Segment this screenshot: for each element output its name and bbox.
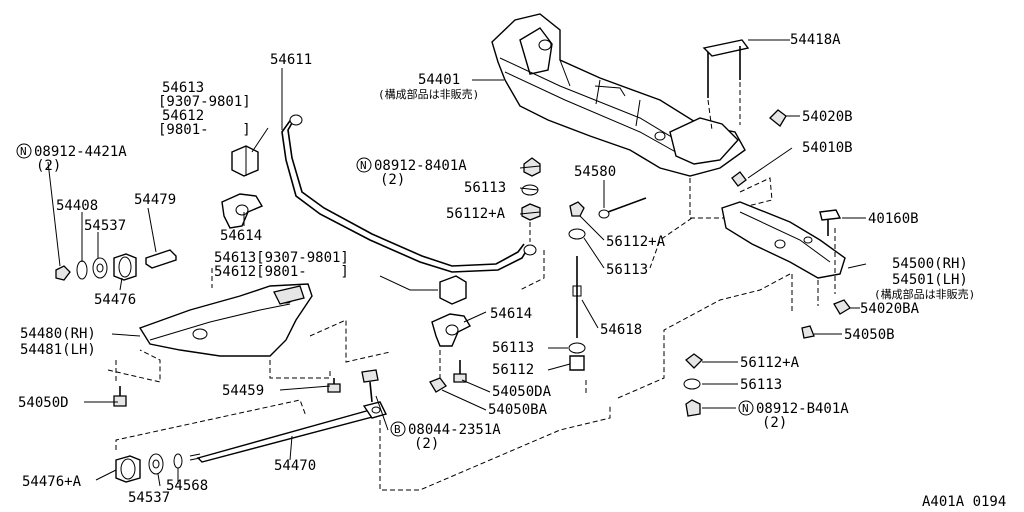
label-54611: 54611 bbox=[270, 52, 312, 68]
label-range-9801-a: [9801- ] bbox=[158, 122, 251, 138]
left-stack bbox=[55, 249, 177, 281]
label-08912-b401a: 08912-B401A bbox=[756, 401, 849, 417]
label-56113-d: 56113 bbox=[740, 377, 782, 393]
label-54501: 54501(LH) bbox=[892, 272, 968, 288]
bracket-54480 bbox=[138, 283, 313, 357]
bolt-54050d bbox=[113, 386, 127, 407]
label-qty-2-b: (2) bbox=[414, 436, 439, 452]
assembly-lines bbox=[107, 217, 791, 491]
label-54568: 54568 bbox=[166, 478, 208, 494]
bolt-54050ba bbox=[429, 377, 447, 393]
label-54580: 54580 bbox=[574, 164, 616, 180]
leader-lines bbox=[47, 39, 867, 487]
label-54408: 54408 bbox=[56, 198, 98, 214]
label-54613-b: 54613[9307-9801] bbox=[214, 250, 349, 266]
marker-n-icon-2 bbox=[356, 157, 372, 173]
label-54612-b: 54612[9801- ] bbox=[214, 264, 349, 280]
label-54050b: 54050B bbox=[844, 327, 895, 343]
label-56113-a: 56113 bbox=[464, 180, 506, 196]
label-54470: 54470 bbox=[274, 458, 316, 474]
bottom-bushings bbox=[115, 453, 183, 483]
label-40160b: 40160B bbox=[868, 211, 919, 227]
label-54618: 54618 bbox=[600, 322, 642, 338]
marker-n-letter-2: N bbox=[360, 159, 367, 172]
label-56113-b: 56113 bbox=[606, 262, 648, 278]
label-54050d: 54050D bbox=[18, 395, 69, 411]
label-qty-2-c: (2) bbox=[380, 172, 405, 188]
label-54020b: 54020B bbox=[802, 109, 853, 125]
link-54500 bbox=[721, 201, 846, 312]
bolt-54580 bbox=[598, 197, 647, 219]
label-54614-a: 54614 bbox=[220, 228, 262, 244]
label-56113-c: 56113 bbox=[492, 340, 534, 356]
label-54020ba: 54020BA bbox=[860, 301, 920, 317]
label-56112-b: 56112+A bbox=[606, 234, 666, 250]
bushing-54613-lower bbox=[439, 275, 467, 305]
label-54614-b: 54614 bbox=[490, 306, 532, 322]
label-note-2: (構成部品は非販売) bbox=[874, 287, 975, 301]
label-54476: 54476 bbox=[94, 292, 136, 308]
bolt-08044 bbox=[361, 369, 379, 403]
bushing-54613-upper bbox=[231, 145, 259, 177]
clamp-54614-upper bbox=[221, 193, 264, 229]
bolts-54418a bbox=[702, 39, 750, 131]
marker-n-icon-3 bbox=[738, 400, 754, 416]
bolt-40160b bbox=[819, 209, 842, 236]
label-range-9307-a: [9307-9801] bbox=[158, 94, 251, 110]
center-stack-upper bbox=[519, 157, 545, 291]
label-54476a: 54476+A bbox=[22, 474, 82, 490]
label-56112-a: 56112+A bbox=[446, 206, 506, 222]
marker-n-icon bbox=[16, 143, 32, 159]
label-54500: 54500(RH) bbox=[892, 256, 968, 272]
marker-b-letter: B bbox=[394, 423, 401, 436]
bolt-54050b bbox=[801, 325, 815, 339]
marker-n-letter-3: N bbox=[742, 402, 749, 415]
label-56112-c: 56112 bbox=[492, 362, 534, 378]
bolt-54050da bbox=[453, 360, 467, 383]
label-54050da: 54050DA bbox=[492, 384, 552, 400]
label-note-1: (構成部品は非販売) bbox=[378, 87, 479, 101]
labels: 54611 54613 [9307-9801] 54612 [9801- ] N… bbox=[16, 32, 1006, 510]
label-ref-code: A401A 0194 bbox=[922, 494, 1006, 510]
label-54050ba: 54050BA bbox=[488, 402, 548, 418]
nut-54020ba bbox=[833, 299, 851, 315]
label-08044-2351a: 08044-2351A bbox=[408, 422, 501, 438]
mount-54010b bbox=[731, 171, 747, 187]
rod-54470 bbox=[189, 401, 388, 463]
label-54613-a: 54613 bbox=[162, 80, 204, 96]
stabilizer-bar-54611 bbox=[281, 114, 537, 273]
marker-n-letter: N bbox=[20, 145, 27, 158]
label-56112-d: 56112+A bbox=[740, 355, 800, 371]
label-54537-b: 54537 bbox=[128, 490, 170, 506]
label-54481: 54481(LH) bbox=[20, 342, 96, 358]
label-08912-4421a: 08912-4421A bbox=[34, 144, 127, 160]
label-54537-a: 54537 bbox=[84, 218, 126, 234]
label-qty-2-d: (2) bbox=[762, 415, 787, 431]
label-54010b: 54010B bbox=[802, 140, 853, 156]
link-stack-54618 bbox=[568, 201, 586, 371]
stack-right bbox=[683, 353, 703, 417]
label-08912-8401a: 08912-8401A bbox=[374, 158, 467, 174]
label-54479: 54479 bbox=[134, 192, 176, 208]
label-54612-a: 54612 bbox=[162, 108, 204, 124]
collar-54020b bbox=[769, 109, 787, 127]
label-54401: 54401 bbox=[418, 72, 460, 88]
label-54418a: 54418A bbox=[790, 32, 841, 48]
label-qty-2-a: (2) bbox=[36, 158, 61, 174]
label-54480: 54480(RH) bbox=[20, 326, 96, 342]
crossmember-54401 bbox=[491, 13, 746, 177]
clamp-54614-lower bbox=[431, 313, 471, 347]
label-54459: 54459 bbox=[222, 383, 264, 399]
marker-b-icon bbox=[390, 421, 406, 437]
bolt-54459 bbox=[327, 378, 341, 393]
